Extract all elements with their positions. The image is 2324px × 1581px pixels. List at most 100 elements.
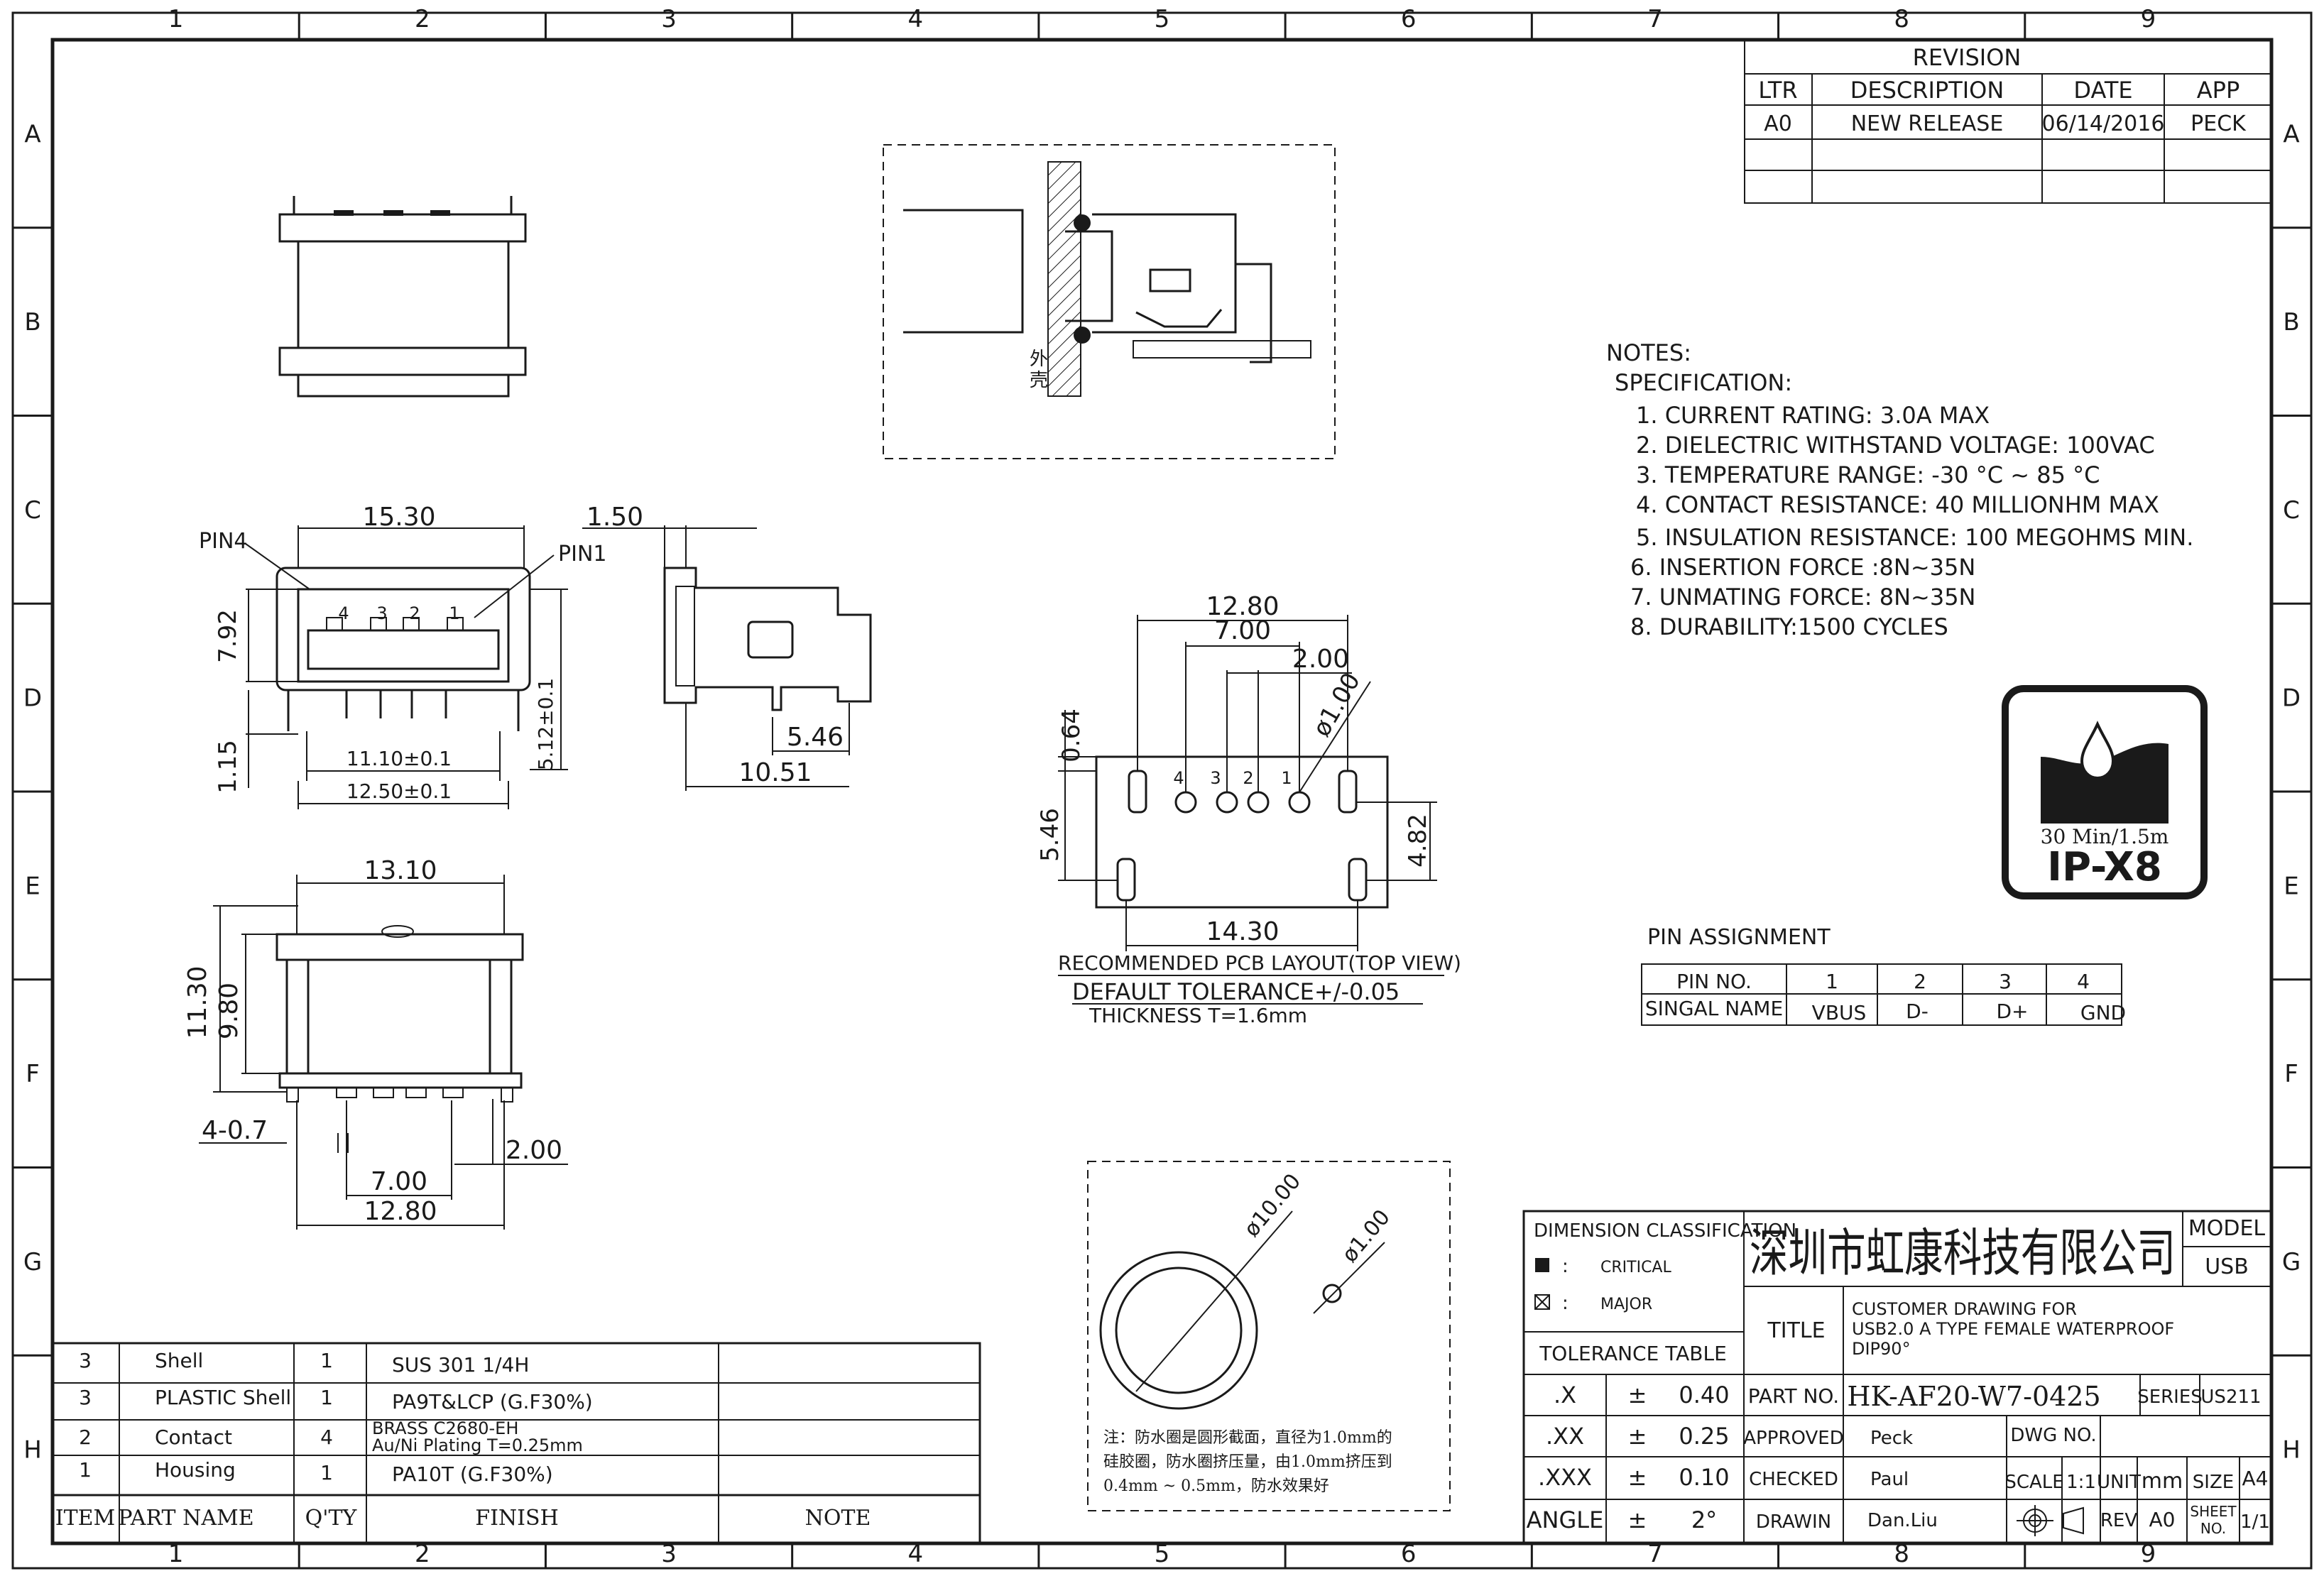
dim-bottom-h1: 11.30 [183,965,212,1039]
rev-header-desc: DESCRIPTION [1850,77,2004,104]
dim-pcb-dia: ø1.00 [1307,668,1366,742]
rev-app: PECK [2191,111,2247,136]
row-label-right-C: C [2283,496,2300,525]
title-line-2: USB2.0 A TYPE FEMALE WATERPROOF [1852,1319,2174,1339]
col-label-bottom-2: 2 [415,1540,430,1568]
bom-hdr-qty: Q'TY [305,1506,358,1531]
dim-front-width: 15.30 [362,503,435,532]
row-label-left-H: H [23,1436,42,1465]
tol-x-key: .X [1554,1382,1576,1408]
bottom-view: 13.10 11.30 9.80 4-0.7 2.00 7.00 12.80 [183,856,568,1230]
pin-num-2: 2 [409,603,420,623]
dwg-no-label: DWG NO. [2010,1425,2096,1446]
pin-num-1: 1 [449,603,459,623]
row-label-left-C: C [24,496,41,525]
oring-note-2: 硅胶圈，防水圈挤压量，由1.0mm挤压到 [1103,1453,1392,1471]
tol-x-pm: ± [1628,1382,1647,1408]
major-colon: : [1562,1293,1569,1314]
pin-hdr-1: 1 [1826,970,1838,993]
dim-side-top: 1.50 [587,503,643,532]
label-pin4: PIN4 [199,529,247,554]
scale-value: 1:1 [2066,1472,2096,1493]
tol-xxx-val: 0.10 [1679,1464,1729,1491]
approved-label: APPROVED [1743,1428,1843,1449]
ip-rating: IP-X8 [2047,844,2162,890]
part-no-value: HK-AF20-W7-0425 [1847,1381,2100,1412]
col-label-bottom-3: 3 [661,1540,677,1568]
note-2: 2. DIELECTRIC WITHSTAND VOLTAGE: 100VAC [1636,432,2155,459]
tol-angle-val: 2° [1691,1506,1717,1533]
bom-row4-name: Housing [155,1458,236,1482]
note-8: 8. DURABILITY:1500 CYCLES [1630,613,1948,640]
dim-pitch-2: 12.50±0.1 [347,779,452,803]
unit-value: mm [2142,1469,2183,1494]
major-square-icon [1534,1294,1550,1310]
pin-hdr-3: 3 [1999,970,2012,993]
section-view: 外 壳 [883,144,1336,459]
dim-pcb-w3: 2.00 [1292,645,1349,674]
dim-pcb-w4: 14.30 [1206,917,1279,946]
pcb-caption-2: DEFAULT TOLERANCE+/-0.05 [1072,978,1400,1005]
col-label-top-9: 9 [2141,5,2156,33]
col-label-bottom-7: 7 [1647,1540,1663,1568]
note-4: 4. CONTACT RESISTANCE: 40 MILLIONHM MAX [1636,491,2159,518]
pcb-caption-3: THICKNESS T=1.6mm [1089,1004,1307,1027]
rev-header-ltr: LTR [1758,77,1797,104]
dim-bottom-p3: 12.80 [364,1197,437,1226]
critical-square-icon [1535,1258,1549,1272]
dim-side-d2: 10.51 [738,758,812,787]
drawn-value: Dan.Liu [1867,1510,1938,1531]
col-label-top-1: 1 [168,5,184,33]
col-label-top-6: 6 [1401,5,1417,33]
dim-side-d1: 5.46 [787,723,844,752]
row-label-right-B: B [2283,308,2299,337]
bom-row1-name: Shell [155,1349,203,1372]
ip-depth: 30 Min/1.5m [2041,825,2169,848]
row-label-right-F: F [2284,1060,2298,1088]
scale-label: SCALE [2004,1472,2063,1493]
row-label-left-D: D [23,684,42,713]
major-label: MAJOR [1600,1296,1652,1313]
tol-angle-key: ANGLE [1527,1506,1604,1533]
col-label-bottom-9: 9 [2141,1540,2156,1568]
note-3: 3. TEMPERATURE RANGE: -30 °C ~ 85 °C [1636,461,2100,488]
dim-oring-wire: ø1.00 [1337,1205,1395,1267]
pin-sig-2: D- [1906,1000,1929,1023]
tol-xx-pm: ± [1628,1423,1647,1450]
pin-assign-title: PIN ASSIGNMENT [1647,925,1831,950]
oring-note-3: 0.4mm ~ 0.5mm，防水效果好 [1103,1477,1329,1495]
water-drop-icon [2080,721,2115,780]
tol-x-val: 0.40 [1679,1382,1729,1408]
dim-pcb-h3: 4.82 [1404,814,1432,868]
note-6: 6. INSERTION FORCE :8N~35N [1630,554,1975,581]
bom-row2-name: PLASTIC Shell [155,1386,291,1409]
note-5: 5. INSULATION RESISTANCE: 100 MEGOHMS MI… [1636,524,2193,551]
dim-front-depth: 5.12±0.1 [534,678,557,770]
pcb-layout: 4 3 2 1 12.80 7.00 2.00 ø1.00 0.64 5.46 … [1036,592,1461,1027]
dim-pcb-w2: 7.00 [1214,616,1271,645]
bom-row1-item: 3 [79,1349,92,1372]
row-label-left-E: E [25,872,40,900]
unit-label: UNIT [2097,1472,2141,1493]
row-label-right-G: G [2282,1248,2301,1276]
bom-row4-qty: 1 [320,1461,333,1484]
dim-pcb-h2: 5.46 [1036,808,1064,862]
model-label: MODEL [2188,1216,2266,1241]
ip-x8-badge: 30 Min/1.5m IP-X8 [2002,685,2208,899]
pcb-caption-1: RECOMMENDED PCB LAYOUT(TOP VIEW) [1058,951,1461,975]
dim-pitch-1: 11.10±0.1 [347,747,452,770]
revision-title: REVISION [1913,44,2022,71]
part-no-label: PART NO. [1748,1384,1839,1408]
row-label-right-H: H [2282,1436,2301,1465]
pcb-pin-1: 1 [1281,768,1292,788]
pin-sig-3: D+ [1996,1000,2028,1023]
pin-hdr-2: 2 [1914,970,1926,993]
company-name: 深圳市虹康科技有限公司 [1750,1223,2176,1283]
size-value: A4 [2242,1467,2269,1490]
dim-pcb-w1: 12.80 [1206,592,1279,621]
label-pin1: PIN1 [558,542,606,567]
